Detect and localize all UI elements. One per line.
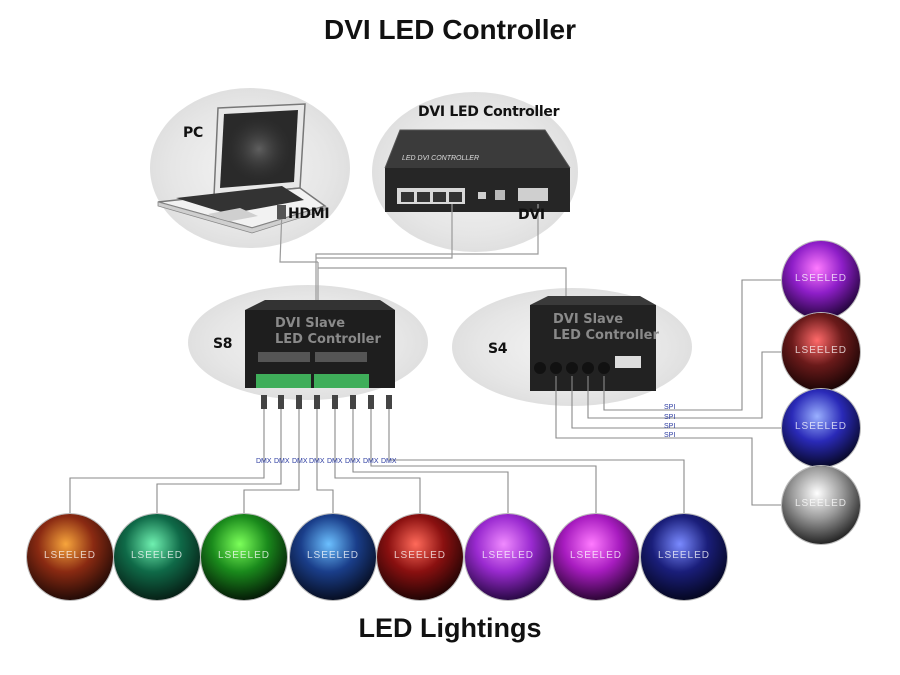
spi-label: SPI (664, 414, 676, 421)
laptop-icon (157, 103, 327, 234)
watermark-text: LSEELED (306, 550, 360, 561)
spi-label: SPI (664, 432, 676, 439)
s4-slave-line1: DVI Slave (553, 312, 624, 327)
dmx-label: DMX (363, 458, 379, 465)
dmx-label: DMX (292, 458, 308, 465)
dmx-label: DMX (274, 458, 290, 465)
dmx-label: DMX (327, 458, 343, 465)
watermark-text: LSEELED (130, 550, 184, 561)
dmx-label: DMX (309, 458, 325, 465)
watermark-text: LSEELED (393, 550, 447, 561)
dvi-controller-device (384, 129, 571, 212)
watermark-text: LSEELED (569, 550, 623, 561)
lighting-photo-purple-ribbon: LSEELED (782, 241, 860, 319)
dmx-plug-icon (350, 395, 356, 409)
watermark-text: LSEELED (657, 550, 711, 561)
dmx-plug-icon (332, 395, 338, 409)
s4-slave-line2: LED Controller (553, 328, 659, 343)
watermark-text: LSEELED (794, 345, 848, 356)
spi-label: SPI (664, 423, 676, 430)
lighting-photo-red-dots: LSEELED (782, 313, 860, 391)
dmx-plug-icon (278, 395, 284, 409)
dmx-label: DMX (345, 458, 361, 465)
dmx-label: DMX (381, 458, 397, 465)
dmx-plug-icon (314, 395, 320, 409)
dmx-plug-icon (261, 395, 267, 409)
spi-label: SPI (664, 404, 676, 411)
s4-label: S4 (488, 341, 508, 357)
watermark-text: LSEELED (43, 550, 97, 561)
dmx-plug-icon (368, 395, 374, 409)
watermark-text: LSEELED (481, 550, 535, 561)
lighting-photo-red-tubes: LSEELED (377, 514, 463, 600)
lighting-photo-purple-dots: LSEELED (465, 514, 551, 600)
s8-slave-line1: DVI Slave (275, 316, 346, 331)
lighting-photo-green-building: LSEELED (114, 514, 200, 600)
s8-slave-text: DVI Slave LED Controller (275, 316, 381, 348)
dmx-label: DMX (256, 458, 272, 465)
s8-device (245, 300, 395, 388)
led-lightings-title: LED Lightings (358, 613, 542, 643)
controller-face-text: LED DVI CONTROLLER (402, 155, 480, 162)
s4-slave-text: DVI Slave LED Controller (553, 312, 659, 344)
lighting-photo-blue-night: LSEELED (641, 514, 727, 600)
watermark-text: LSEELED (217, 550, 271, 561)
lighting-photo-magenta-swirl: LSEELED (553, 514, 639, 600)
dvi-port-label: DVI (518, 207, 545, 223)
s8-label: S8 (213, 336, 233, 352)
s4-device (530, 296, 656, 391)
s8-slave-line2: LED Controller (275, 332, 381, 347)
hdmi-plug-icon (277, 205, 286, 219)
watermark-text: LSEELED (794, 421, 848, 432)
lighting-photo-blue-tubes: LSEELED (782, 389, 860, 467)
hdmi-label: HDMI (288, 206, 330, 222)
dmx-plug-icon (296, 395, 302, 409)
watermark-text: LSEELED (794, 273, 848, 284)
dmx-plug-icon (386, 395, 392, 409)
dvi-controller-label: DVI LED Controller (418, 104, 560, 120)
lighting-photo-blue-wall: LSEELED (290, 514, 376, 600)
pc-label: PC (183, 125, 203, 141)
lighting-photo-green-fountain: LSEELED (201, 514, 287, 600)
page-title: DVI LED Controller (323, 14, 576, 45)
lighting-photo-white-drops: LSEELED (782, 466, 860, 544)
watermark-text: LSEELED (794, 498, 848, 509)
lighting-photo-warm-lanterns: LSEELED (27, 514, 113, 600)
